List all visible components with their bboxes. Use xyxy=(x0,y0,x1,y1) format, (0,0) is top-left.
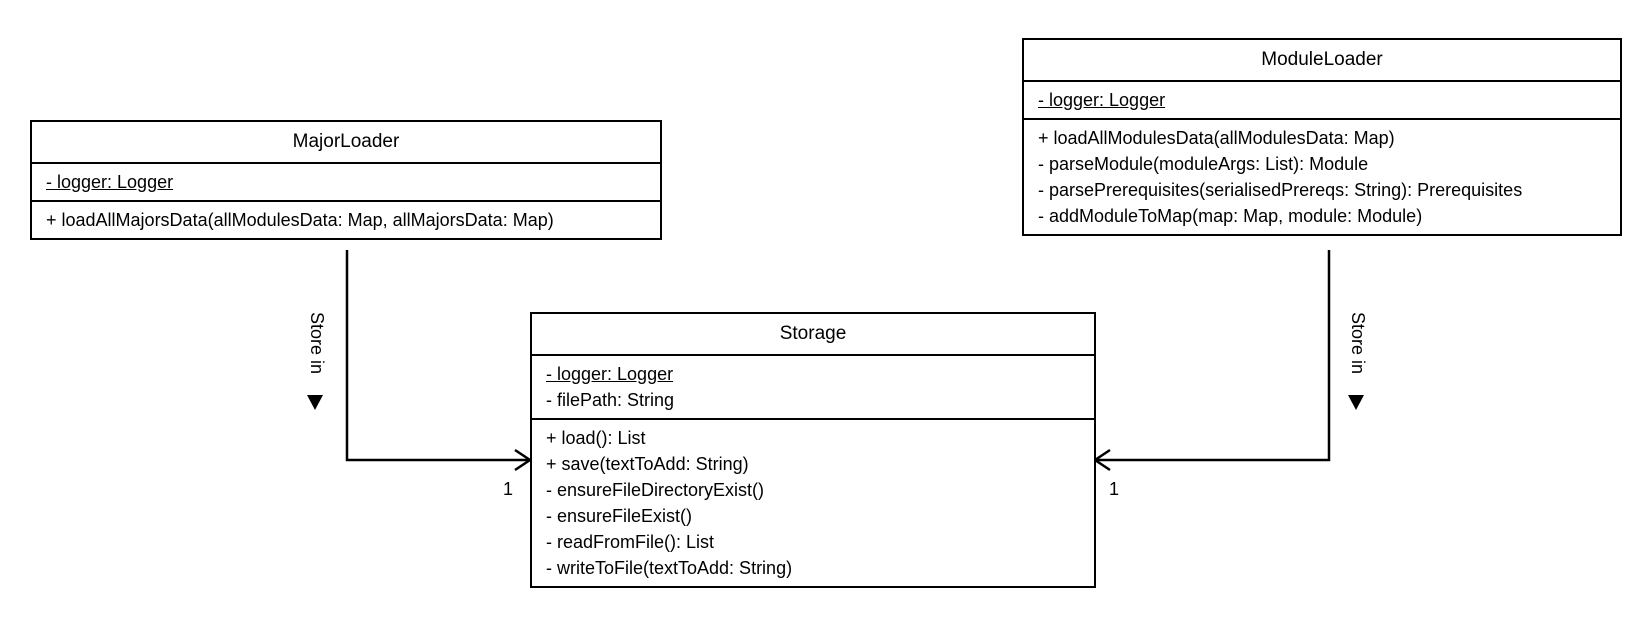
left-multiplicity: 1 xyxy=(503,479,514,499)
method: - parseModule(moduleArgs: List): Module xyxy=(1038,154,1369,174)
right-multiplicity: 1 xyxy=(1109,479,1120,499)
method: + loadAllMajorsData(allModulesData: Map,… xyxy=(46,210,554,230)
methods-section: + load(): List + save(textToAdd: String)… xyxy=(532,418,1094,586)
method: - parsePrerequisites(serialisedPrereqs: … xyxy=(1038,180,1523,200)
method: - writeToFile(textToAdd: String) xyxy=(546,558,793,578)
method: + save(textToAdd: String) xyxy=(546,454,749,474)
method: - ensureFileExist() xyxy=(546,506,693,526)
attributes-section: - logger: Logger - filePath: String xyxy=(532,356,1094,418)
class-name: Storage xyxy=(532,314,1094,356)
attribute: - filePath: String xyxy=(546,390,675,410)
right-direction-triangle-icon xyxy=(1348,395,1364,410)
module-to-storage-line xyxy=(1097,250,1331,462)
storage-class: Storage - logger: Logger - filePath: Str… xyxy=(530,312,1096,588)
left-relation-label: Store in xyxy=(307,312,327,375)
methods-section: + loadAllMajorsData(allModulesData: Map,… xyxy=(32,200,660,238)
class-name: MajorLoader xyxy=(32,122,660,164)
attribute: - logger: Logger xyxy=(546,364,674,384)
class-name: ModuleLoader xyxy=(1024,40,1620,82)
attribute: - logger: Logger xyxy=(1038,90,1166,110)
module-loader-class: ModuleLoader - logger: Logger + loadAllM… xyxy=(1022,38,1622,236)
method: - readFromFile(): List xyxy=(546,532,715,552)
attributes-section: - logger: Logger xyxy=(1024,82,1620,118)
method: - ensureFileDirectoryExist() xyxy=(546,480,765,500)
right-relation-label: Store in xyxy=(1348,312,1368,375)
method: + load(): List xyxy=(546,428,646,448)
left-direction-triangle-icon xyxy=(307,395,323,410)
major-loader-class: MajorLoader - logger: Logger + loadAllMa… xyxy=(30,120,662,240)
major-to-storage-line xyxy=(345,250,528,462)
method: - addModuleToMap(map: Map, module: Modul… xyxy=(1038,206,1423,226)
methods-section: + loadAllModulesData(allModulesData: Map… xyxy=(1024,118,1620,234)
method: + loadAllModulesData(allModulesData: Map… xyxy=(1038,128,1395,148)
attribute: - logger: Logger xyxy=(46,172,174,192)
attributes-section: - logger: Logger xyxy=(32,164,660,200)
